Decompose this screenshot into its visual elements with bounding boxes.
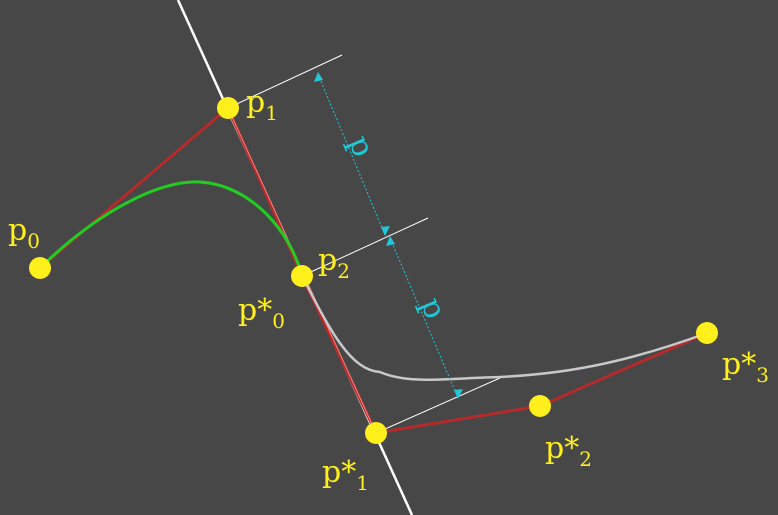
control-point-p2[interactable] [291,265,313,287]
control-point-p1[interactable] [217,97,239,119]
arrow-head-icon [381,226,390,236]
bezier-curve-first [38,180,304,277]
control-point-ps3[interactable] [696,322,718,344]
dimension-upper [314,72,390,236]
label-ps2: p*2 [545,431,592,471]
control-polygon-first [39,105,304,277]
arrow-head-icon [314,72,323,82]
label-p2: p2 [318,243,350,283]
control-point-ps1[interactable] [365,422,387,444]
bezier-curve-second [300,275,708,381]
dimension-line-upper [317,73,386,236]
control-point-ps2[interactable] [529,395,551,417]
arrow-head-icon [454,389,463,399]
dimension-line-lower [389,237,459,399]
control-polygon-second [300,275,708,435]
dimension-label-upper: p [341,131,381,162]
arrow-head-icon [386,236,395,246]
extension-line-p2 [301,217,429,277]
label-p1: p1 [246,85,278,125]
extension-line-ps1 [375,377,501,434]
label-ps1: p*1 [322,455,369,495]
label-ps0: p*0 [238,293,285,333]
dimension-label-lower: p [413,293,453,324]
dimension-lower [386,236,463,399]
label-ps3: p*3 [722,347,769,387]
label-p0: p0 [8,213,40,253]
extension-line-p1 [227,54,343,109]
control-point-p0[interactable] [29,257,51,279]
